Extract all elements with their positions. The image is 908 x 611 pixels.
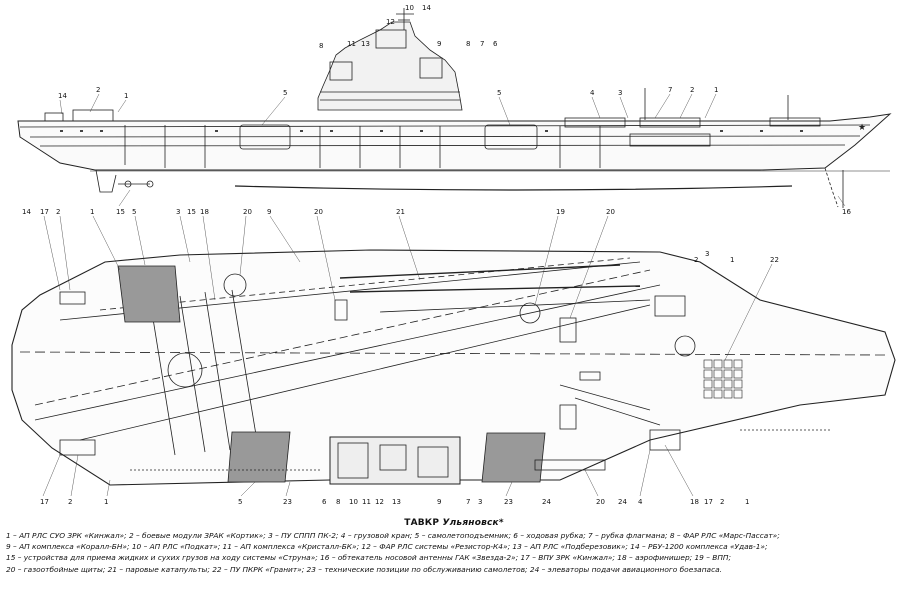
figure-caption: ТАВКР Ульяновск* 1 – АП РЛС СУО ЗРК «Кин…: [6, 518, 902, 575]
callout-label: 2: [56, 208, 60, 216]
callout-label: 2: [68, 498, 72, 506]
callout-label: 7: [668, 86, 672, 94]
callout-label: 13: [392, 498, 401, 506]
callout-label: 12: [375, 498, 384, 506]
title-asterisk: *: [498, 518, 504, 528]
callout-label: 2: [690, 86, 694, 94]
callout-label: 14: [58, 92, 67, 100]
callout-label: 20: [606, 208, 615, 216]
callout-label: 20: [314, 208, 323, 216]
ship-name: Ульяновск: [442, 518, 499, 528]
callout-label: 11: [347, 40, 356, 48]
callout-label: 5: [238, 498, 242, 506]
callout-label: 5: [132, 208, 136, 216]
callout-label: 20: [596, 498, 605, 506]
callout-label: 6: [493, 40, 498, 48]
carrier-drawing: ★: [11, 4, 896, 506]
callout-label: 19: [556, 208, 565, 216]
callout-label: 1: [745, 498, 749, 506]
callout-label: 1: [714, 86, 718, 94]
callout-label: 12: [386, 18, 395, 26]
callout-label: 7: [480, 40, 484, 48]
callout-label: 16: [842, 208, 851, 216]
callout-label: 1: [104, 498, 108, 506]
callout-label: 4: [638, 498, 643, 506]
callout-label: 23: [283, 498, 292, 506]
callout-label: 3: [618, 89, 622, 97]
callout-label: 6: [322, 498, 327, 506]
callout-label: 5: [283, 89, 287, 97]
callout-leader-lines: [42, 93, 846, 497]
callout-label: 21: [396, 208, 405, 216]
legend-line: 1 – АП РЛС СУО ЗРК «Кинжал»; 2 – боевые …: [6, 531, 780, 540]
callout-label: 9: [267, 208, 271, 216]
callout-label: 20: [243, 208, 252, 216]
callout-label: 2: [694, 256, 698, 264]
svg-text:★: ★: [858, 123, 866, 133]
callout-label: 15: [187, 208, 196, 216]
plan-view-deck: [11, 249, 896, 486]
callout-label: 8: [319, 42, 323, 50]
callout-label: 11: [362, 498, 371, 506]
callout-label: 8: [336, 498, 340, 506]
callout-label: 3: [176, 208, 180, 216]
callout-label: 13: [361, 40, 370, 48]
callout-label: 10: [405, 4, 414, 12]
callout-label: 1: [124, 92, 128, 100]
callout-label: 14: [422, 4, 431, 12]
callout-label: 18: [200, 208, 209, 216]
plan-view-callouts: 14 17 2 1 5 3 15 18 20 9 20 21 19 20 2 3…: [22, 208, 779, 506]
callout-label: 24: [542, 498, 551, 506]
callout-label: 22: [770, 256, 779, 264]
callout-label: 5: [497, 89, 501, 97]
side-view-profile: ★: [17, 8, 892, 208]
callout-label: 7: [466, 498, 470, 506]
callout-label: 10: [349, 498, 358, 506]
callout-label: 8: [466, 40, 470, 48]
side-view-callouts: 14 2 1 15 5 5 4 3 7 2 1 16 8 11 13 12 10…: [58, 4, 851, 216]
title-prefix: ТАВКР: [404, 518, 443, 528]
callout-label: 17: [704, 498, 713, 506]
callout-label: 1: [730, 256, 734, 264]
legend-line: 9 – АП комплекса «Коралл-БН»; 10 – АП РЛ…: [6, 542, 768, 552]
callout-label: 2: [720, 498, 724, 506]
callout-label: 2: [96, 86, 100, 94]
callout-label: 17: [40, 208, 49, 216]
callout-label: 9: [437, 40, 441, 48]
callout-label: 1: [90, 208, 94, 216]
figure-title: ТАВКР Ульяновск*: [6, 518, 902, 528]
callout-label: 18: [690, 498, 699, 506]
callout-label: 24: [618, 498, 627, 506]
callout-label: 14: [22, 208, 31, 216]
callout-label: 3: [478, 498, 482, 506]
callout-label: 3: [705, 250, 709, 258]
callout-label: 17: [40, 498, 49, 506]
legend-line: 20 – газоотбойные щиты; 21 – паровые кат…: [6, 564, 723, 574]
legend-line: 15 – устройства для приема жидких и сухи…: [6, 553, 731, 563]
callout-label: 9: [437, 498, 441, 506]
callout-label: 4: [590, 89, 595, 97]
callout-label: 23: [504, 498, 513, 506]
callout-label: 15: [116, 208, 125, 216]
